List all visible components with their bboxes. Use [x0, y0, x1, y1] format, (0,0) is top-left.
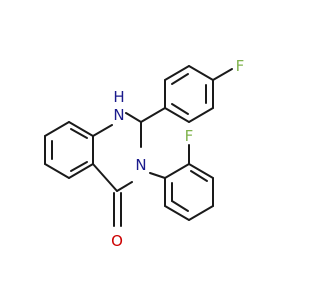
double-bond-inner: [171, 73, 189, 85]
bond: [44, 121, 70, 137]
double-bond-inner: [70, 161, 88, 172]
double-bond-inner: [70, 128, 88, 139]
bond: [164, 65, 190, 81]
nh-nitrogen-label: N: [113, 106, 124, 124]
c-f-bond: [212, 68, 233, 81]
bond: [164, 163, 190, 179]
molecule-drawing: H N N O F F: [44, 57, 245, 250]
ortho-fluorophenyl-ring: [149, 144, 214, 221]
bond: [44, 163, 70, 179]
bond: [149, 172, 166, 179]
ortho-fluorine-label: F: [185, 127, 194, 145]
bond: [68, 121, 94, 137]
quinazolinone-ring: [92, 112, 142, 227]
nh-hydrogen-label: H: [113, 88, 124, 106]
atom-nh: H N: [113, 88, 124, 124]
bond: [188, 65, 214, 81]
bond: [116, 181, 133, 192]
bond: [188, 163, 214, 179]
oxygen-atom-label: O: [111, 232, 123, 250]
bond: [164, 205, 190, 221]
bond: [92, 163, 118, 192]
double-bond-inner: [171, 200, 189, 212]
bond: [188, 107, 214, 123]
double-bond-inner: [171, 103, 189, 115]
bond: [125, 112, 142, 123]
benzo-ring: [44, 121, 94, 179]
n3-atom-label: N: [135, 156, 146, 174]
para-fluorine-label: F: [236, 57, 245, 75]
molecule-structure: H N N O F F: [44, 57, 245, 250]
bond: [164, 107, 190, 123]
bond: [140, 107, 166, 123]
bond: [92, 124, 113, 137]
double-bond-inner: [190, 170, 208, 182]
bond: [188, 205, 214, 221]
para-fluorophenyl-ring: [140, 65, 233, 123]
bond: [68, 163, 94, 179]
